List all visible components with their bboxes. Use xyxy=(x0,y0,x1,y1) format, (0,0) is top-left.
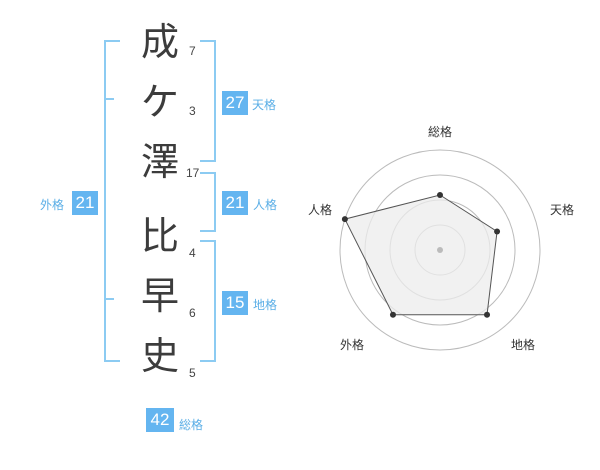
gaikaku-bracket-tick-2 xyxy=(106,298,114,300)
stroke-count-6: 5 xyxy=(189,366,196,380)
gaikaku-label: 外格 xyxy=(40,198,65,212)
chikaku-bracket xyxy=(200,240,216,362)
radar-ring-4 xyxy=(339,149,541,351)
gaikaku-bracket-tick-1 xyxy=(106,98,114,100)
radar-polygon xyxy=(344,194,498,316)
stroke-count-5: 6 xyxy=(189,306,196,320)
radar-label-gaikaku: 外格 xyxy=(340,338,365,352)
gaikaku-value-badge: 21 xyxy=(72,191,98,215)
radar-point-3 xyxy=(389,311,396,318)
jinkaku-label: 人格 xyxy=(253,198,278,212)
radar-center-dot xyxy=(437,247,443,253)
tenkaku-label: 天格 xyxy=(252,98,277,112)
stroke-count-3: 17 xyxy=(186,166,200,180)
name-char-5: 早 xyxy=(140,274,179,318)
stroke-count-2: 3 xyxy=(189,104,196,118)
jinkaku-value-badge: 21 xyxy=(222,191,248,215)
name-char-3: 澤 xyxy=(140,140,179,184)
stroke-count-4: 4 xyxy=(189,246,196,260)
chikaku-label: 地格 xyxy=(253,298,278,312)
radar-label-soukaku: 総格 xyxy=(428,125,453,139)
soukaku-label: 総格 xyxy=(179,418,204,432)
radar-label-tenkaku: 天格 xyxy=(550,203,575,217)
name-char-4: 比 xyxy=(140,214,179,258)
name-char-2: ケ xyxy=(140,80,179,124)
tenkaku-bracket xyxy=(200,40,216,162)
gaikaku-bracket xyxy=(104,40,120,362)
jinkaku-bracket xyxy=(200,172,216,232)
radar-label-chikaku: 地格 xyxy=(511,338,536,352)
stroke-count-1: 7 xyxy=(189,44,196,58)
radar-point-0 xyxy=(437,192,443,198)
soukaku-value-badge: 42 xyxy=(146,408,174,432)
radar-label-jinkaku: 人格 xyxy=(308,203,333,217)
tenkaku-value-badge: 27 xyxy=(222,91,248,115)
chikaku-value-badge: 15 xyxy=(222,291,248,315)
radar-point-4 xyxy=(341,216,348,223)
radar-point-2 xyxy=(484,311,491,318)
name-char-6: 史 xyxy=(140,334,179,378)
radar-point-1 xyxy=(494,228,501,235)
name-char-1: 成 xyxy=(140,20,179,64)
